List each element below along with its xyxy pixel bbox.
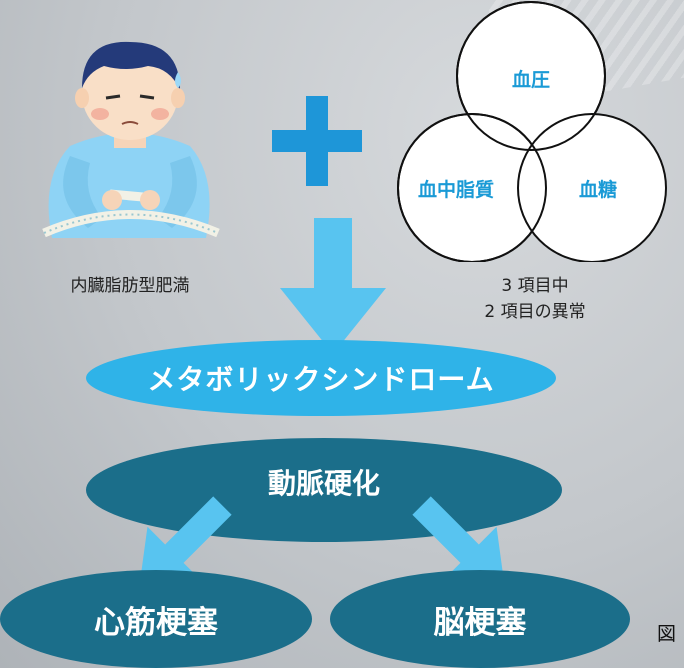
- down-arrow: [278, 218, 388, 358]
- metabolic-syndrome-node: メタボリックシンドローム: [86, 340, 556, 416]
- venn-label-blood-pressure: 血圧: [512, 68, 550, 91]
- metabolic-syndrome-label: メタボリックシンドローム: [147, 363, 495, 396]
- venn-label-blood-lipids: 血中脂質: [418, 178, 494, 201]
- arteriosclerosis-node: 動脈硬化: [86, 438, 562, 542]
- figure-label: 図: [656, 623, 676, 645]
- person-caption: 内臓脂肪型肥満: [70, 276, 190, 296]
- plus-icon: [268, 92, 368, 192]
- cerebral-infarction-label: 脳梗塞: [433, 604, 527, 641]
- myocardial-infarction-node: 心筋梗塞: [0, 570, 312, 668]
- venn-caption-line2: 2 項目の異常: [484, 302, 586, 322]
- venn-caption-line1: 3 項目中: [501, 276, 569, 296]
- arrow-to-cerebral-infarction: [404, 488, 524, 608]
- cerebral-infarction-node: 脳梗塞: [330, 570, 630, 668]
- venn-label-blood-sugar: 血糖: [579, 178, 617, 201]
- obese-person-illustration: [30, 28, 230, 260]
- arteriosclerosis-label: 動脈硬化: [267, 467, 380, 500]
- myocardial-infarction-label: 心筋梗塞: [94, 604, 218, 641]
- venn-diagram: 血圧 血中脂質 血糖: [386, 0, 676, 263]
- arrow-to-myocardial-infarction: [120, 488, 240, 608]
